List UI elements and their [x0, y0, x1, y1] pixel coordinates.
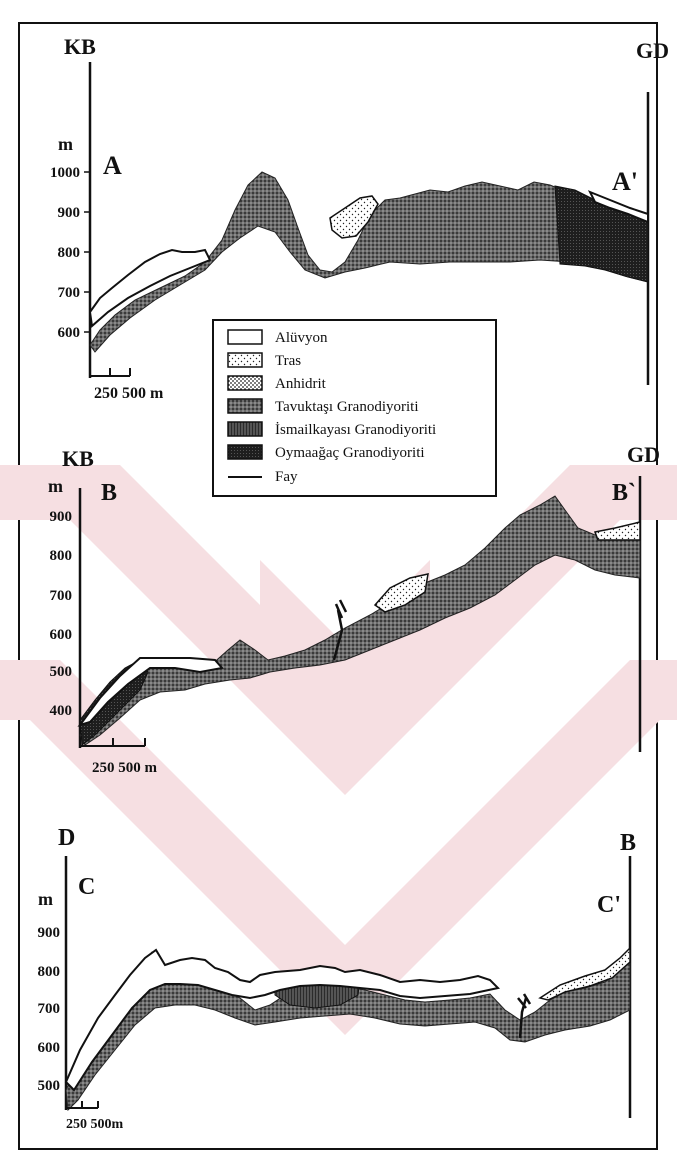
section-a-ytick: 600 — [58, 325, 81, 341]
figure-frame — [18, 22, 658, 1150]
section-b-alluvium — [77, 657, 224, 727]
section-b-scale-bar — [80, 738, 146, 747]
section-a-unit: m — [58, 134, 73, 154]
section-b-right-direction: GD — [627, 442, 660, 467]
legend-label: Tavuktaşı Granodiyoriti — [275, 399, 419, 415]
section-c-left-direction: D — [58, 825, 75, 851]
section-c-fault — [517, 993, 532, 1039]
section-b-fault — [332, 599, 348, 661]
section-b: KB GD m B B` 900 800 700 600 500 400 — [48, 442, 660, 776]
section-a-left-direction: KB — [64, 34, 96, 59]
legend-label: Anhidrit — [275, 376, 327, 392]
section-a-start-label: A — [103, 151, 122, 180]
section-a-scale-label: 250 500 m — [94, 385, 164, 402]
section-a-ytick: 1000 — [50, 165, 80, 181]
section-c-unit: m — [38, 889, 53, 909]
legend-swatch-tras — [227, 352, 263, 368]
section-b-scale-label: 250 500 m — [92, 760, 158, 776]
section-b-ytick: 600 — [50, 627, 73, 643]
section-b-tras-lens — [373, 573, 429, 613]
section-c-tras-lens — [538, 946, 631, 1001]
legend-label: Fay — [275, 469, 298, 485]
section-a-oymaagac-body — [554, 185, 649, 283]
section-a-ytick: 800 — [58, 245, 81, 261]
legend-label: İsmailkayası Granodiyoriti — [275, 422, 436, 438]
section-b-start-label: B — [101, 480, 117, 506]
section-c-ytick: 900 — [38, 925, 61, 941]
section-c-ytick: 500 — [38, 1078, 61, 1094]
legend-label: Alüvyon — [275, 330, 328, 346]
legend-swatch-oymaagac — [227, 444, 263, 460]
legend-swatch-anhydrite — [227, 375, 263, 391]
section-c-scale-label: 250 500m — [66, 1117, 124, 1132]
section-c-start-label: C — [78, 874, 95, 900]
section-c: D B m C C' 900 800 700 600 500 — [38, 825, 637, 1132]
legend-swatch-alluvium — [227, 329, 263, 345]
legend-label: Oymaağaç Granodiyoriti — [275, 445, 425, 461]
section-a-ytick: 900 — [58, 205, 81, 221]
section-b-ytick: 400 — [50, 703, 73, 719]
section-a-right-direction: GD — [636, 38, 669, 63]
section-a-ytick: 700 — [58, 285, 81, 301]
section-b-tras-lens — [593, 521, 641, 541]
legend-label: Tras — [275, 353, 301, 369]
section-c-ytick: 800 — [38, 964, 61, 980]
section-c-right-direction: B — [620, 830, 636, 856]
legend-swatch-ismailkayasi — [227, 421, 263, 437]
section-a-right-alluvium — [587, 190, 649, 224]
section-a-alluvium — [88, 248, 212, 328]
section-b-ytick: 900 — [50, 509, 73, 525]
legend: Alüvyon Tras Anhidrit Tavuktaşı Granodiy… — [212, 319, 497, 497]
section-a-scale-bar — [90, 368, 131, 377]
section-c-ytick: 600 — [38, 1040, 61, 1056]
section-b-left-direction: KB — [62, 446, 94, 471]
section-b-end-label: B` — [612, 480, 636, 506]
section-b-unit: m — [48, 476, 63, 496]
legend-swatch-tavuktasi — [227, 398, 263, 414]
section-a: KB GD m A A' 1000 900 800 700 600 — [50, 34, 669, 402]
section-a-tras-lens — [329, 195, 379, 239]
section-b-ytick: 500 — [50, 664, 73, 680]
section-c-ytick: 700 — [38, 1001, 61, 1017]
section-b-ytick: 800 — [50, 548, 73, 564]
section-c-alluvium — [64, 948, 501, 1092]
section-c-end-label: C' — [597, 892, 621, 918]
section-a-end-label: A' — [612, 167, 638, 196]
section-c-scale-bar — [66, 1101, 99, 1109]
section-b-ytick: 700 — [50, 588, 73, 604]
